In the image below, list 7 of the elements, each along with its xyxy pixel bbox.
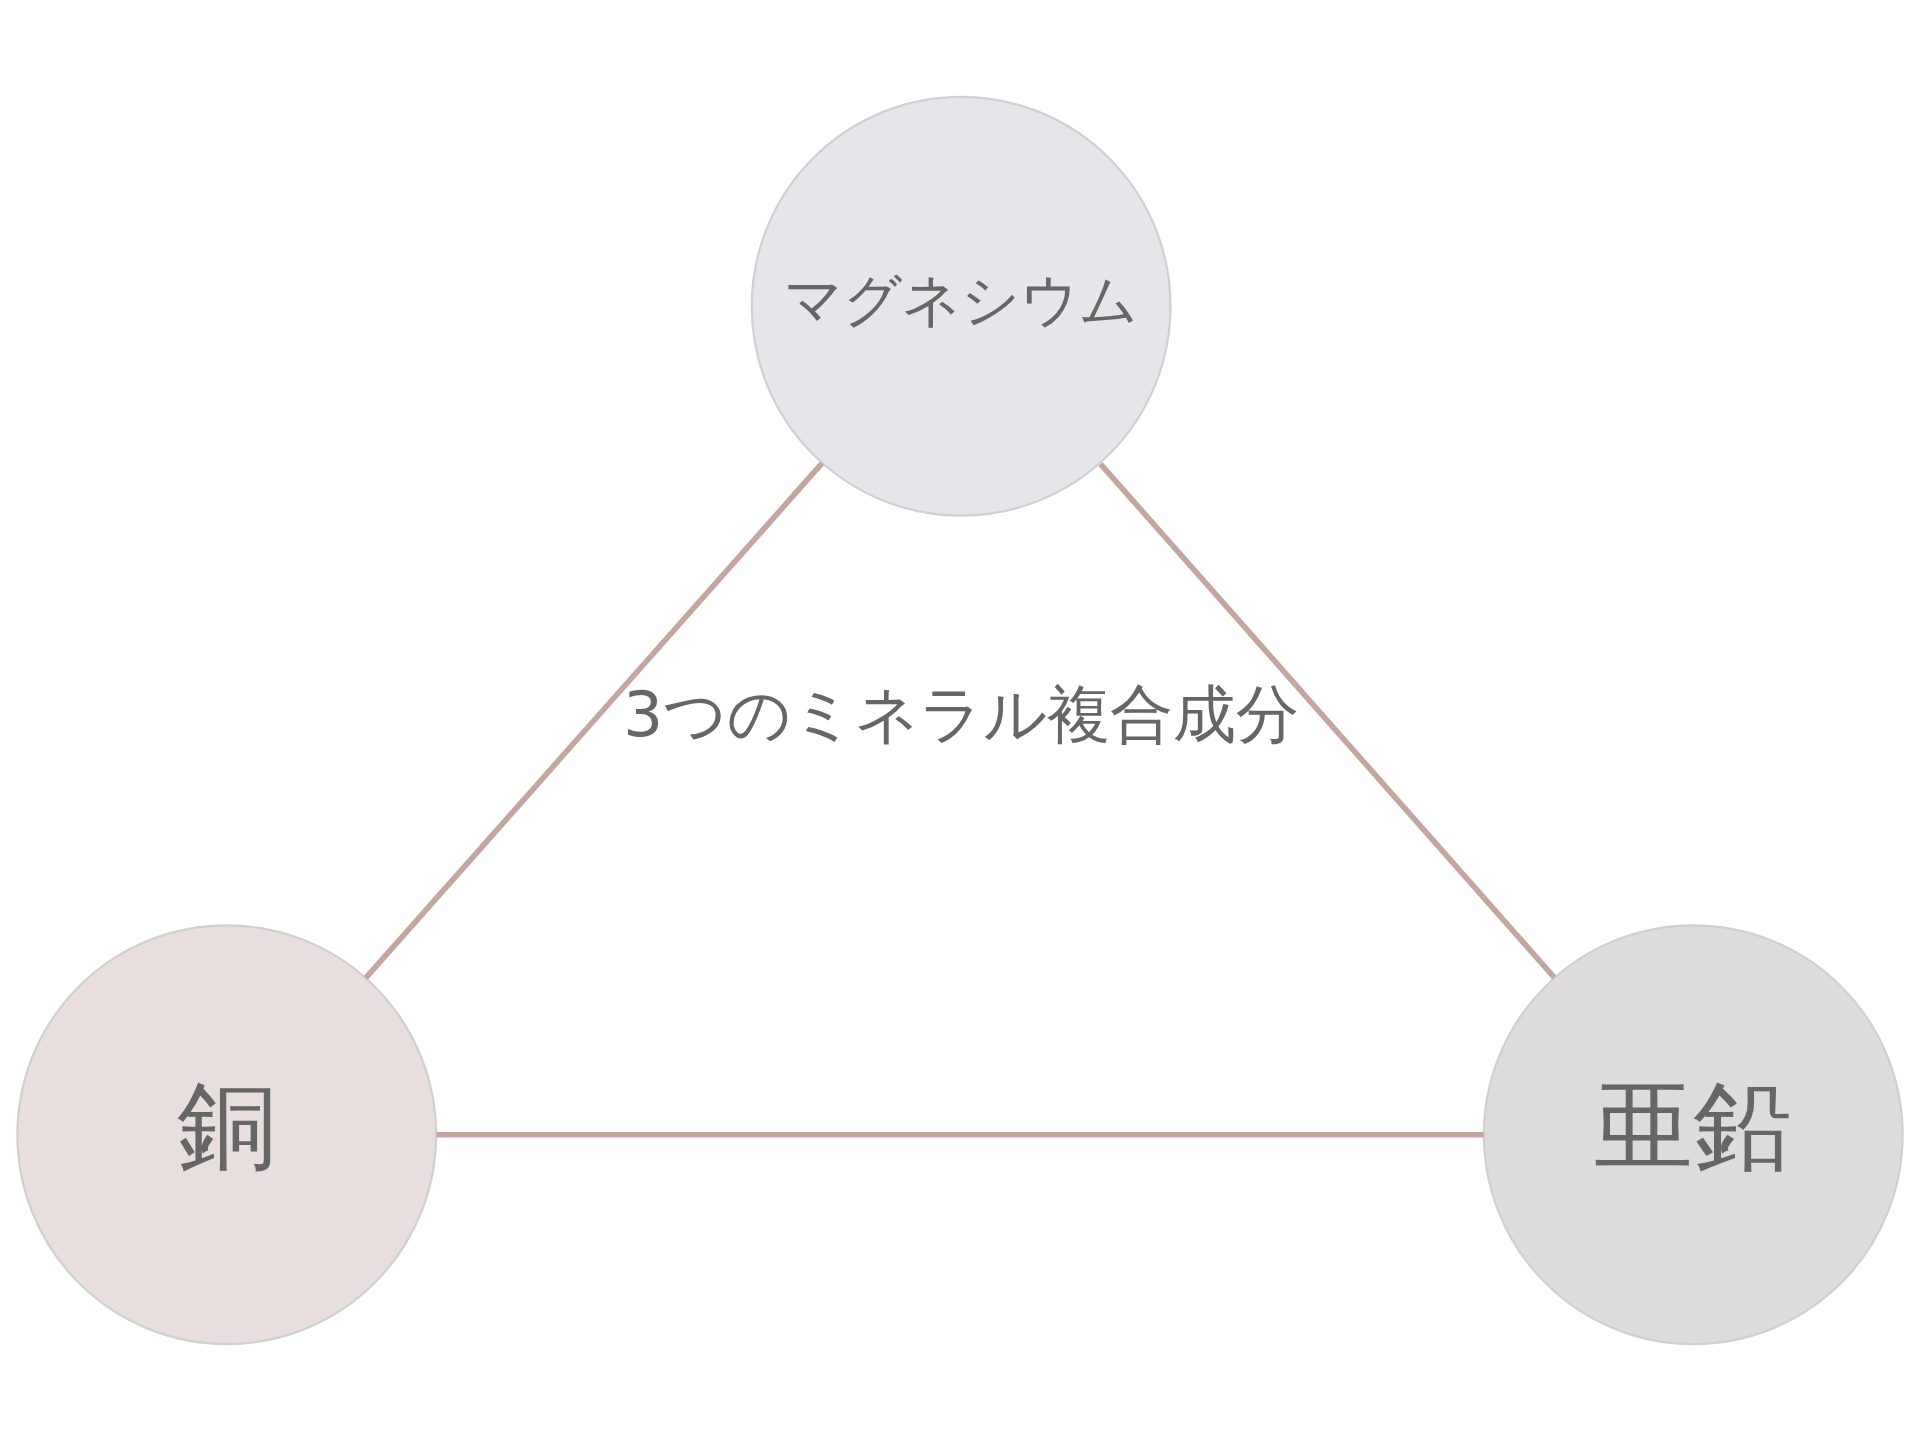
node-circle: 銅 xyxy=(16,924,438,1346)
connector xyxy=(1098,462,1557,980)
node-circle: マグネシウム xyxy=(750,95,1172,517)
node-circle: 亜鉛 xyxy=(1482,924,1904,1346)
label: 3つのミネラル複合成分 xyxy=(623,677,1300,751)
connector xyxy=(436,1131,1484,1138)
connector xyxy=(363,461,825,980)
